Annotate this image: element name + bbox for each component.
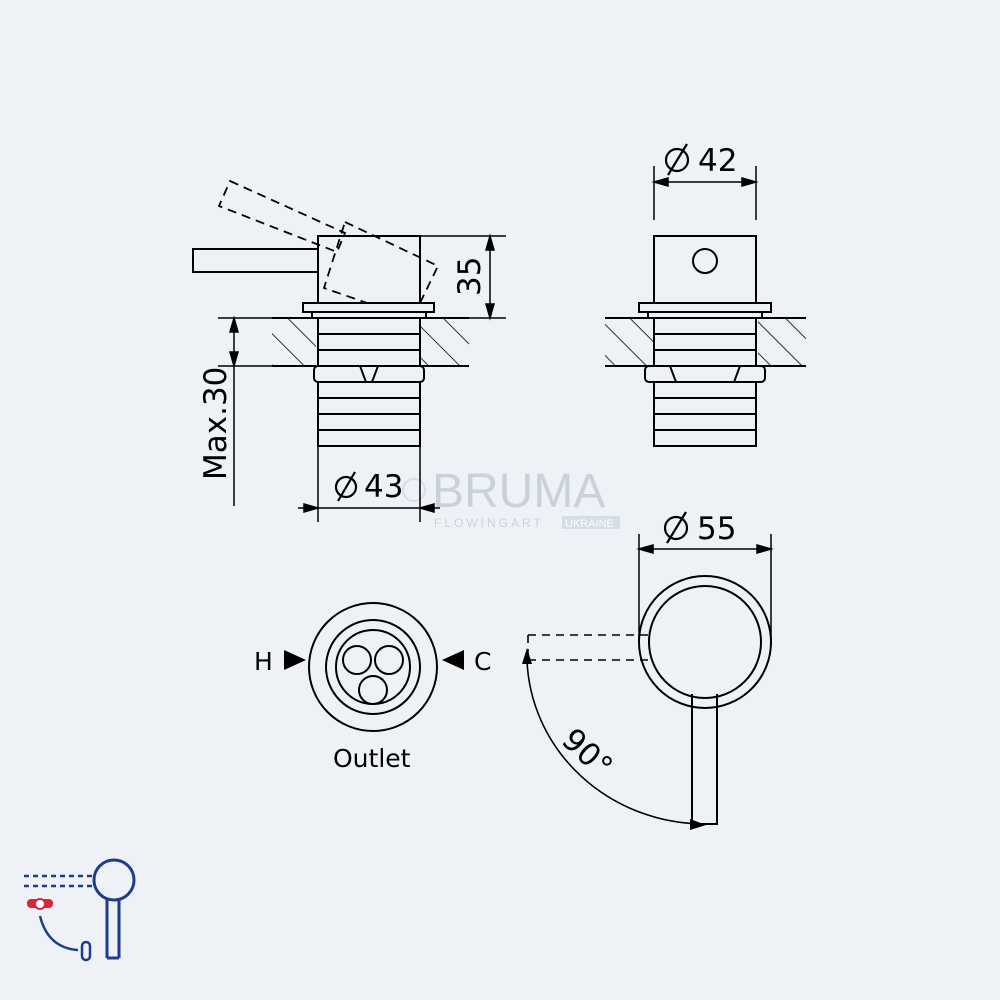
outlet-label: Outlet — [333, 744, 411, 773]
lever-rotation-icon — [24, 858, 136, 962]
outlet-view — [308, 602, 438, 732]
dimension-max-30 — [218, 315, 272, 506]
diameter-icon — [664, 143, 690, 176]
sleeve-front — [653, 317, 757, 367]
hot-label: H — [254, 647, 273, 676]
cover-plate-front — [638, 302, 772, 313]
watermark: BRUMA FLOWINGART UKRAINE — [402, 465, 620, 530]
wall-section-right — [605, 317, 806, 367]
dimension-diameter-42 — [651, 166, 759, 220]
lock-nut — [313, 365, 425, 383]
arc-arrow-end-icon — [690, 819, 706, 830]
diameter-icon — [663, 511, 689, 544]
diameter-43-label: 43 — [364, 469, 403, 505]
height-label: 35 — [452, 257, 488, 296]
diameter-icon — [334, 471, 358, 502]
dimension-height-35 — [420, 233, 506, 321]
lock-nut-front — [644, 365, 766, 383]
max-depth-label: Max.30 — [198, 367, 234, 480]
port-outlet — [358, 675, 388, 705]
cold-arrow-icon — [442, 650, 464, 670]
angle-label: 90° — [555, 722, 620, 786]
diameter-55-label: 55 — [697, 511, 736, 547]
cover-plate — [302, 302, 435, 313]
lever-rotation-view — [526, 575, 772, 825]
watermark-brand: BRUMA — [432, 465, 605, 518]
hot-arrow-icon — [284, 650, 306, 670]
rotated-lever-outline — [217, 179, 440, 305]
lever-down — [691, 694, 718, 825]
rotation-arc — [526, 659, 704, 825]
side-view — [192, 179, 469, 447]
temperature-hot-icon — [27, 898, 53, 910]
watermark-tagline: FLOWINGART — [434, 516, 544, 530]
dimension-diameter-43 — [298, 446, 440, 522]
lever-hole — [692, 248, 718, 274]
sleeve — [317, 317, 421, 367]
port-hot — [342, 645, 372, 675]
lever-horizontal-outline — [527, 634, 652, 661]
cold-label: C — [474, 647, 491, 676]
handle-body-front — [653, 235, 757, 304]
cover-plate-circle — [638, 575, 772, 709]
arc-arrow-start-icon — [522, 648, 532, 664]
handle-body — [317, 235, 421, 304]
watermark-region: UKRAINE — [565, 518, 614, 530]
lever-handle — [192, 248, 319, 273]
diameter-42-label: 42 — [698, 143, 737, 179]
port-cold — [374, 645, 404, 675]
front-view — [605, 235, 806, 447]
dimension-diameter-55 — [636, 534, 774, 640]
wall-section-left — [272, 317, 469, 367]
